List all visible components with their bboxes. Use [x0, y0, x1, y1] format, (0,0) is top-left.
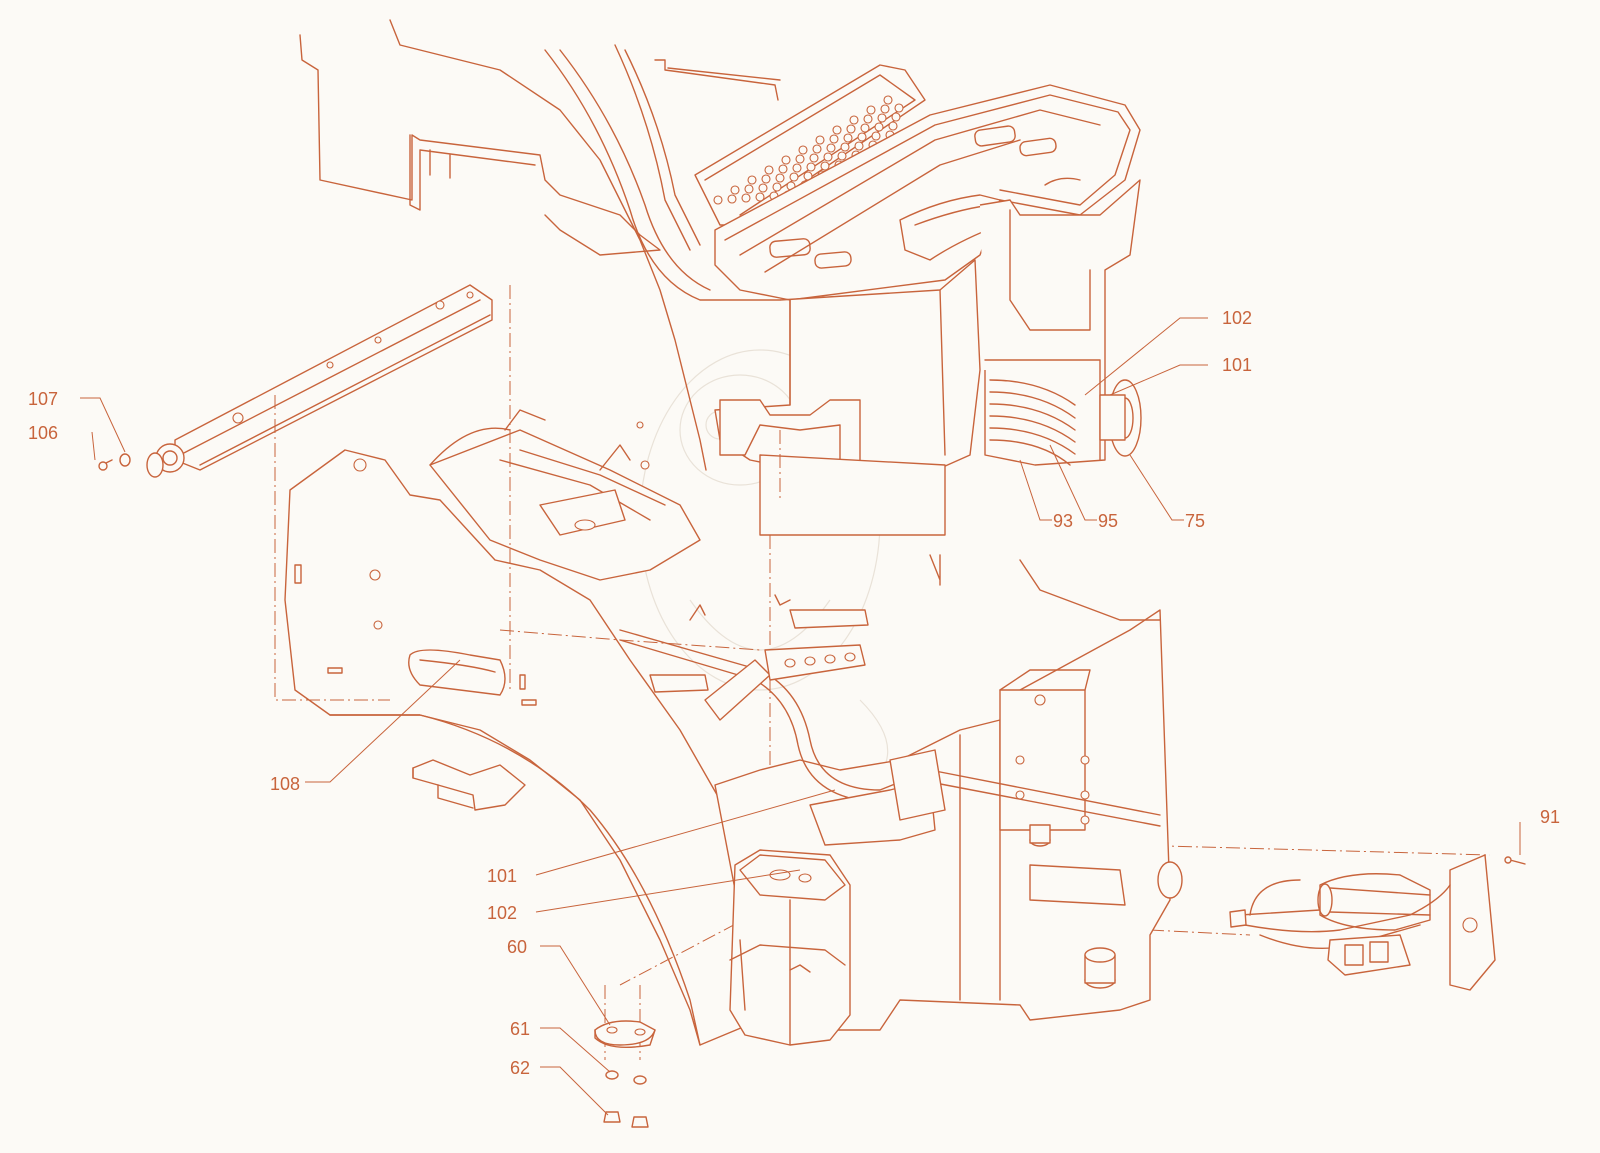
callout-95: 95 [1098, 511, 1118, 531]
perforation-hole [871, 131, 881, 141]
perforation-hole [860, 123, 870, 133]
support-rail [146, 284, 493, 478]
perforation-hole [849, 115, 859, 125]
callout-75: 75 [1185, 511, 1205, 531]
perforation-hole [823, 152, 833, 162]
perforation-hole [747, 175, 757, 185]
perforation-hole [829, 134, 839, 144]
perforation-hole [772, 182, 782, 192]
perforation-hole [820, 161, 830, 171]
perforation-hole [883, 95, 893, 105]
perforation-hole [837, 151, 847, 161]
perforated-step-plate [694, 64, 926, 226]
direction-arrow [412, 759, 526, 811]
perforation-hole [727, 194, 737, 204]
callout-101-bottom: 101 [487, 866, 517, 886]
pump-motor-assembly [1229, 854, 1496, 991]
perforation-hole [778, 164, 788, 174]
perforation-hole [874, 122, 884, 132]
callout-61: 61 [510, 1019, 530, 1039]
perforation-hole [761, 174, 771, 184]
perforation-hole [812, 144, 822, 154]
perforation-hole [815, 135, 825, 145]
fitting-75 [1099, 379, 1142, 457]
callout-108: 108 [270, 774, 300, 794]
tray-tank-assembly [714, 84, 1141, 536]
perforation-hole [826, 143, 836, 153]
perforation-hole [806, 162, 816, 172]
callout-62: 62 [510, 1058, 530, 1078]
perforation-hole [755, 192, 765, 202]
fender-side-panel [284, 449, 871, 1046]
perforation-hole [863, 114, 873, 124]
perforation-hole [775, 173, 785, 183]
perforation-hole [730, 185, 740, 195]
bolt-91 [1504, 856, 1526, 865]
perforation-hole [713, 195, 723, 205]
callout-60: 60 [507, 937, 527, 957]
callout-107: 107 [28, 389, 58, 409]
rail-end-fitting [146, 443, 185, 478]
perforation-hole [809, 153, 819, 163]
callout-106: 106 [28, 423, 58, 443]
perforation-hole [758, 183, 768, 193]
perforation-hole [891, 112, 901, 122]
perforation-hole [846, 124, 856, 134]
hydraulic-hose-bundle [989, 379, 1076, 466]
bolt-106 [98, 459, 113, 471]
perforation-hole [789, 172, 799, 182]
callout-91: 91 [1540, 807, 1560, 827]
perforation-hole [894, 103, 904, 113]
perforation-hole [877, 113, 887, 123]
callout-93: 93 [1053, 511, 1073, 531]
perforation-hole [832, 125, 842, 135]
valve-manifold-lower [809, 749, 946, 846]
plate-60 [594, 1020, 656, 1048]
perforation-hole [854, 141, 864, 151]
cab-body-shell [299, 19, 781, 471]
perforation-hole [866, 105, 876, 115]
callout-101-top: 101 [1222, 355, 1252, 375]
perforation-hole [857, 132, 867, 142]
perforation-hole [764, 165, 774, 175]
perforation-hole [792, 163, 802, 173]
perforation-hole [744, 184, 754, 194]
washer-61 [605, 1070, 647, 1085]
perforation-hole [888, 121, 898, 131]
shock-mount-upper [1029, 824, 1051, 847]
perforation-hole [798, 145, 808, 155]
callout-labels: 102 101 107 106 93 95 75 108 91 101 102 … [28, 308, 1560, 1078]
perforation-hole [741, 193, 751, 203]
pedestal-column [729, 849, 851, 1046]
callout-leaders [80, 317, 1521, 1116]
perforation-hole [843, 133, 853, 143]
washer-107 [119, 453, 131, 467]
callout-102-bottom: 102 [487, 903, 517, 923]
shock-mount-lower [1084, 947, 1116, 989]
perforation-hole [840, 142, 850, 152]
perforation-hole [880, 104, 890, 114]
perforation-hole [795, 154, 805, 164]
perforation-hole [781, 155, 791, 165]
center-cross-member [429, 409, 701, 581]
callout-102-top: 102 [1222, 308, 1252, 328]
nut-62 [603, 1111, 649, 1128]
